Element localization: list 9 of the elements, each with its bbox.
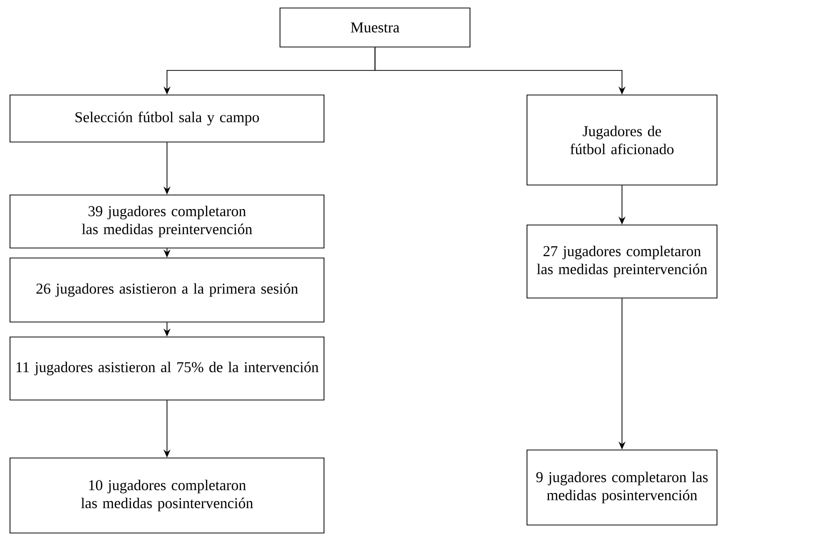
- process-box: 10 jugadores completaron las medidas posintervención: [10, 458, 324, 534]
- process-box: Jugadores de fútbol aficionado: [526, 94, 718, 186]
- process-box: Muestra: [280, 8, 470, 48]
- process-box: 9 jugadores completaron las medidas posintervención: [526, 450, 718, 526]
- process-box: 26 jugadores asistieron a la primera sesión: [10, 258, 324, 322]
- process-box: 27 jugadores completaron las medidas preintervención: [526, 224, 718, 298]
- process-box: 39 jugadores completaron las medidas preintervención: [10, 194, 324, 248]
- process-box: 11 jugadores asistieron al 75% de la intervención: [10, 336, 324, 400]
- process-box: Selección fútbol sala y campo: [10, 94, 324, 142]
